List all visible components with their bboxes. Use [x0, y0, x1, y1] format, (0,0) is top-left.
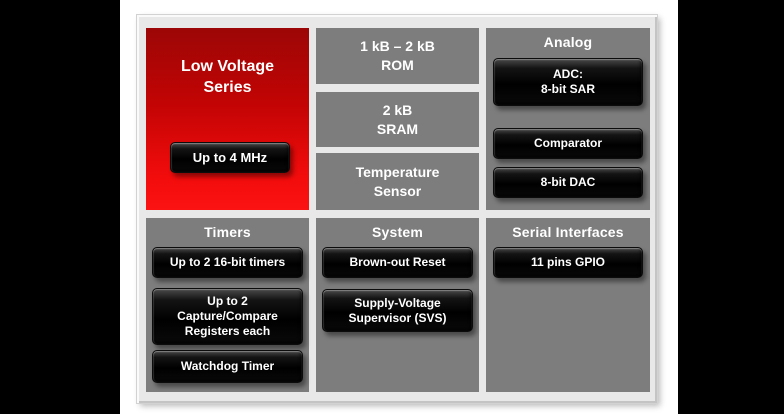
- sram-label: 2 kB SRAM: [376, 101, 419, 137]
- gpio-button: 11 pins GPIO: [493, 247, 643, 278]
- timers-panel: Timers Up to 2 16-bit timers Up to 2 Cap…: [146, 218, 309, 392]
- low-voltage-series-title: Low Voltage Series: [180, 58, 275, 96]
- right-black-bar: [678, 0, 784, 414]
- low-voltage-series-block: Low Voltage Series Up to 4 MHz: [146, 28, 309, 210]
- svs-button: Supply-Voltage Supervisor (SVS): [322, 289, 473, 332]
- 16bit-timers-button: Up to 2 16-bit timers: [152, 247, 303, 278]
- adc-button: ADC: 8-bit SAR: [493, 58, 643, 106]
- serial-interfaces-title: Serial Interfaces: [512, 224, 624, 240]
- system-panel: System Brown-out Reset Supply-Voltage Su…: [316, 218, 479, 392]
- block-diagram-frame: Low Voltage Series Up to 4 MHz 1 kB – 2 …: [137, 15, 657, 403]
- watchdog-timer-button: Watchdog Timer: [152, 350, 303, 383]
- temperature-sensor-label: Temperature Sensor: [355, 163, 440, 199]
- rom-label: 1 kB – 2 kB ROM: [360, 38, 435, 73]
- brownout-reset-button: Brown-out Reset: [322, 247, 473, 278]
- temperature-sensor-block: Temperature Sensor: [316, 153, 479, 210]
- analog-panel: Analog ADC: 8-bit SAR Comparator 8-bit D…: [486, 28, 650, 210]
- max-frequency-badge: Up to 4 MHz: [170, 142, 290, 173]
- dac-button: 8-bit DAC: [493, 167, 643, 198]
- system-title: System: [371, 224, 423, 240]
- analog-title: Analog: [543, 34, 593, 50]
- capture-compare-button: Up to 2 Capture/Compare Registers each: [152, 288, 303, 345]
- serial-interfaces-panel: Serial Interfaces 11 pins GPIO: [486, 218, 650, 392]
- left-black-bar: [0, 0, 120, 414]
- sram-block: 2 kB SRAM: [316, 92, 479, 147]
- rom-block: 1 kB – 2 kB ROM: [316, 28, 479, 84]
- timers-title: Timers: [204, 224, 251, 240]
- comparator-button: Comparator: [493, 128, 643, 159]
